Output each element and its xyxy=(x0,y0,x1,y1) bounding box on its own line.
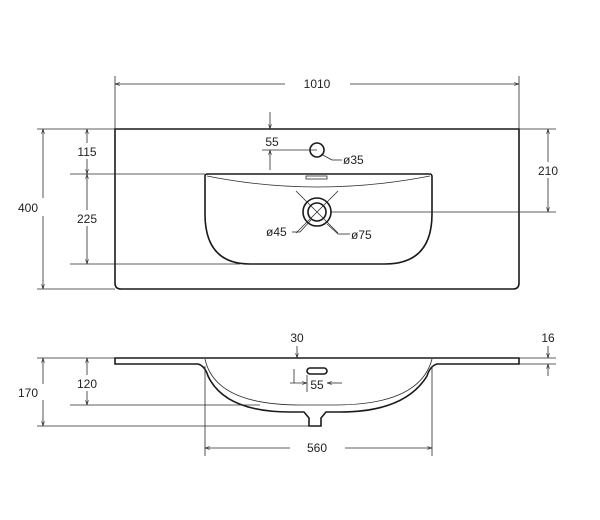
dim-slab-thickness: 16 xyxy=(541,331,555,345)
side-view: 30 16 170 120 55 560 xyxy=(18,331,556,456)
bowl-inner-line xyxy=(204,358,433,406)
dim-overall-depth: 400 xyxy=(18,201,38,215)
dim-tap-diameter: ø35 xyxy=(343,153,364,167)
bowl-rim-curve xyxy=(206,175,431,188)
dim-bowl-height: 120 xyxy=(77,377,97,391)
top-view: 1010 400 115 225 210 55 ø35 xyxy=(18,76,563,290)
dim-drain-inner: ø45 xyxy=(266,225,287,239)
drain-inner xyxy=(307,202,327,222)
dim-overflow-size: 55 xyxy=(310,378,324,392)
dim-tap-offset: 55 xyxy=(265,135,279,149)
dim-bowl-width: 560 xyxy=(307,441,327,455)
dim-drain-outer: ø75 xyxy=(351,228,372,242)
overflow-slot xyxy=(305,175,328,180)
dim-front-to-bowl: 115 xyxy=(77,145,96,159)
dim-total-height: 170 xyxy=(18,386,38,400)
dim-bowl-depth: 225 xyxy=(77,212,97,226)
countertop-outline xyxy=(114,128,520,290)
dim-overflow-from-top: 30 xyxy=(290,331,304,345)
side-profile xyxy=(114,357,520,427)
bowl-outline xyxy=(204,173,433,265)
overflow-side xyxy=(306,367,328,375)
dim-overall-width: 1010 xyxy=(304,77,331,91)
dim-drain-from-back: 210 xyxy=(538,164,558,178)
